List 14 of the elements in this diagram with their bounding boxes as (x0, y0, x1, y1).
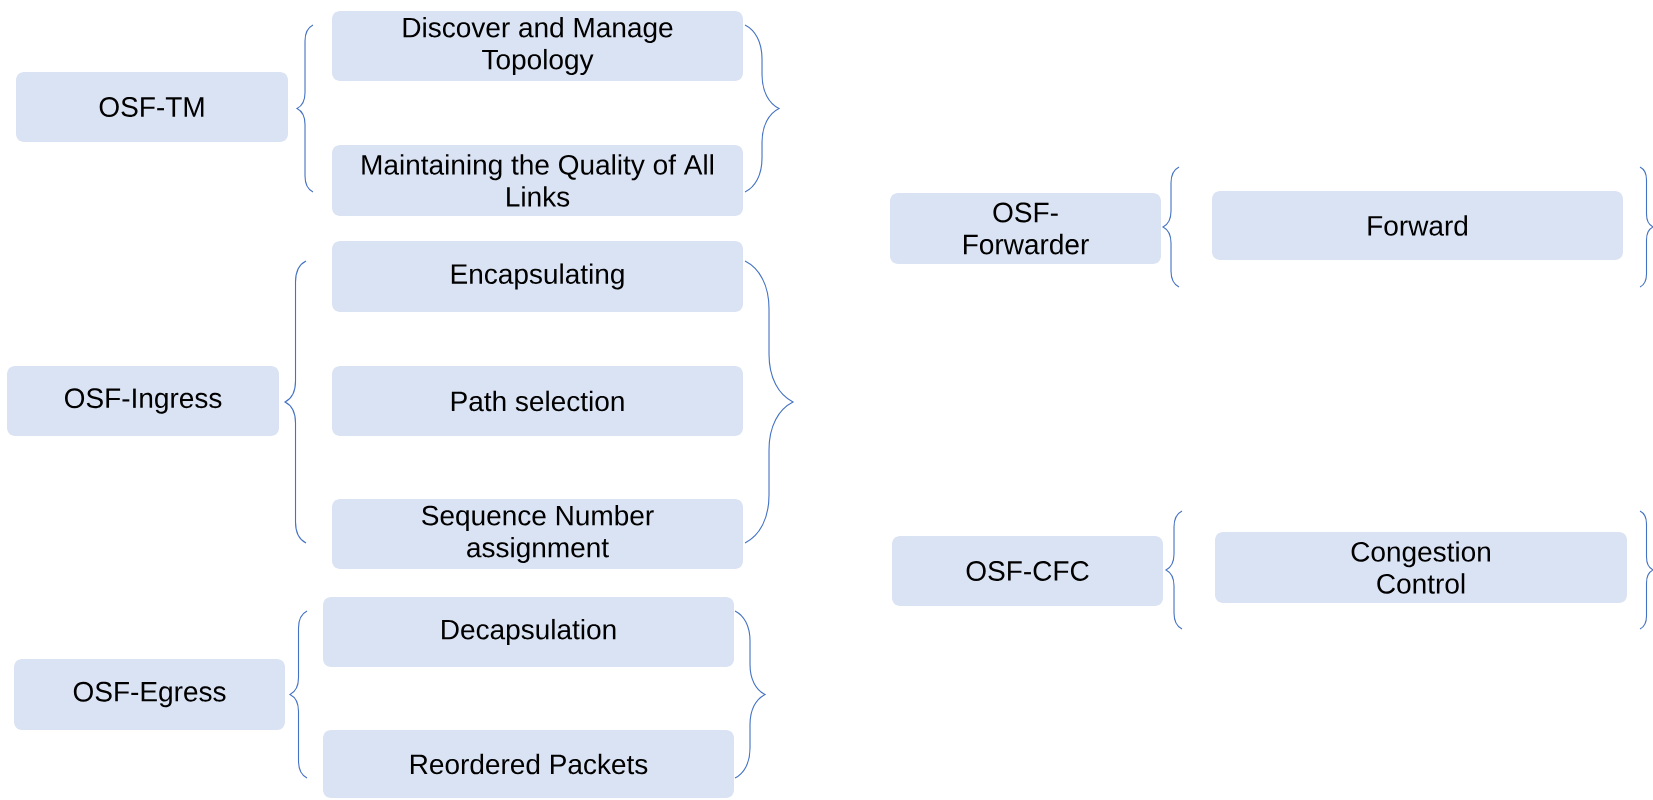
label-box: Reordered Packets (323, 730, 734, 798)
label-box: Congestion Control (1215, 532, 1627, 603)
label-box: Discover and Manage Topology (332, 11, 743, 81)
label-box: Path selection (332, 366, 743, 436)
label-box: Decapsulation (323, 597, 734, 667)
label-box: OSF-CFC (892, 536, 1163, 606)
label-box: Sequence Number assignment (332, 499, 743, 569)
label-box: Maintaining the Quality of All Links (332, 145, 743, 216)
label-box: Forward (1212, 191, 1623, 260)
label-box: OSF-Forwarder (890, 193, 1161, 264)
label-box: Encapsulating (332, 241, 743, 312)
label-box: OSF-Ingress (7, 366, 279, 436)
label-box: OSF-TM (16, 72, 288, 142)
label-box: OSF-Egress (14, 659, 285, 730)
